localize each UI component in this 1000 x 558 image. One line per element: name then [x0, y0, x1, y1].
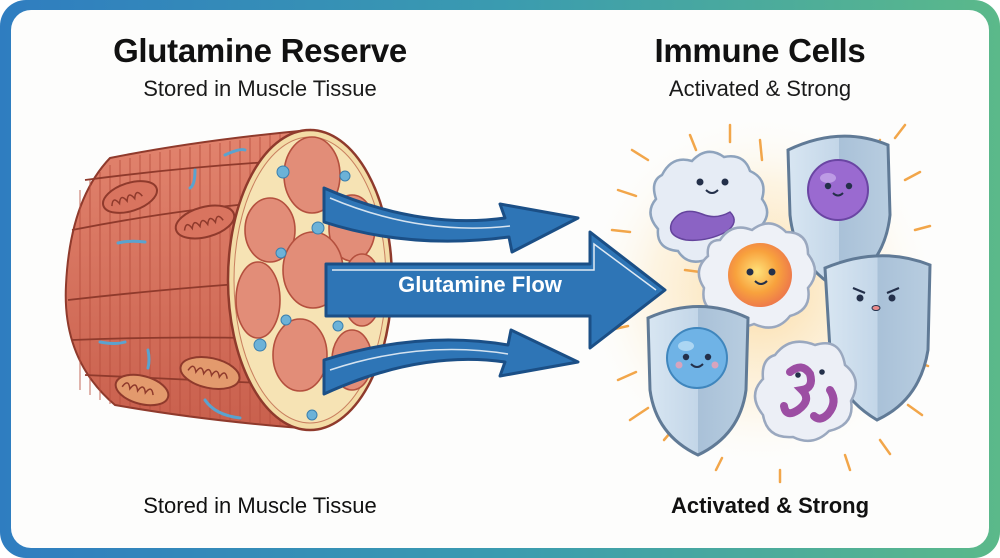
shield-blue-cell-icon: [646, 305, 750, 457]
flow-arrow-main: [324, 230, 667, 350]
left-subtitle: Stored in Muscle Tissue: [143, 76, 377, 101]
flow-arrow-bottom: [322, 328, 580, 396]
left-caption: Stored in Muscle Tissue: [143, 493, 377, 518]
left-title: Glutamine Reserve: [113, 32, 407, 69]
right-caption: Activated & Strong: [670, 493, 870, 518]
mitochondrion-icon: [102, 180, 158, 214]
glutamine-flow-arrows: [322, 186, 667, 396]
mitochondrion-icon: [179, 356, 241, 390]
mitochondrion-icon: [174, 204, 236, 240]
mitochondrion-icon: [114, 373, 170, 407]
flow-label: Glutamine Flow: [398, 272, 562, 297]
activated-cell-icon: [697, 222, 817, 329]
flow-arrow-top: [322, 186, 580, 254]
right-subtitle: Activated & Strong: [668, 76, 852, 101]
right-title: Immune Cells: [654, 32, 866, 69]
neutrophil-cell-icon: [753, 340, 858, 443]
